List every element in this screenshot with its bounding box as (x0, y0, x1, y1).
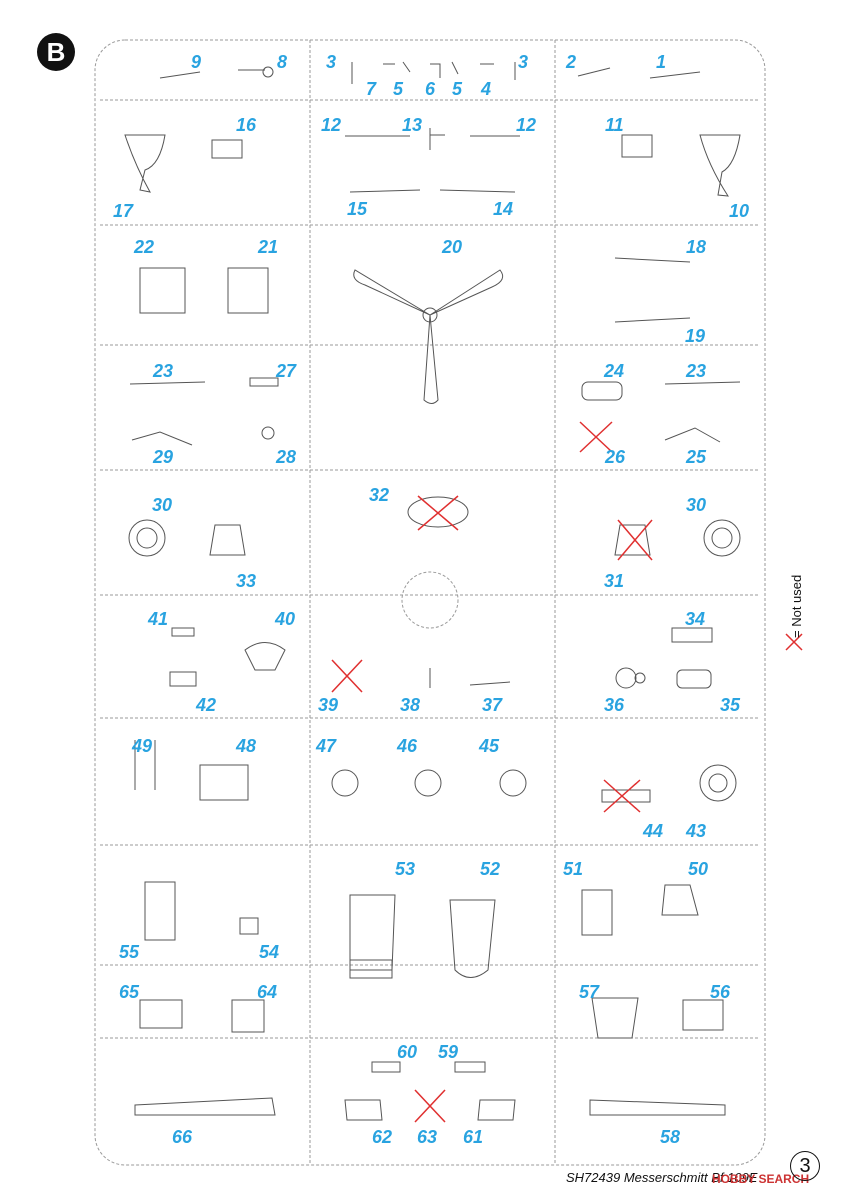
part-number-34: 34 (685, 609, 706, 629)
part-number-63-not-used: 63 (417, 1127, 438, 1147)
part-number-32-not-used: 32 (369, 485, 390, 505)
sprue-label-badge: B (37, 33, 75, 71)
part-number-33: 33 (236, 571, 257, 591)
part-number-44-not-used: 44 (643, 821, 664, 841)
part-number-45: 45 (479, 736, 500, 756)
not-used-legend (785, 633, 803, 651)
part-number-46: 46 (397, 736, 418, 756)
part-number-13: 13 (402, 115, 423, 135)
part-number-19: 19 (685, 326, 706, 346)
part-number-35: 35 (720, 695, 741, 715)
part-number-43: 43 (686, 821, 707, 841)
part-number-2: 2 (566, 52, 577, 72)
part-number-50: 50 (688, 859, 709, 879)
part-number-52: 52 (480, 859, 501, 879)
part-number-62: 62 (372, 1127, 393, 1147)
part-number-25: 25 (686, 447, 707, 467)
part-number-57: 57 (579, 982, 600, 1002)
part-number-27: 27 (276, 361, 297, 381)
part-number-11: 11 (605, 115, 624, 135)
part-number-49: 49 (132, 736, 153, 756)
part-number-3: 3 (326, 52, 337, 72)
part-number-23: 23 (153, 361, 174, 381)
part-number-5: 5 (452, 79, 463, 99)
part-number-22: 22 (134, 237, 155, 257)
part-number-14: 14 (493, 199, 514, 219)
footer-text: SH72439 Messerschmitt Bf 109E (566, 1170, 758, 1185)
part-number-29: 29 (153, 447, 174, 467)
part-number-38: 38 (400, 695, 421, 715)
part-number-36: 36 (604, 695, 625, 715)
part-number-3: 3 (518, 52, 529, 72)
part-number-26-not-used: 26 (605, 447, 626, 467)
part-number-5: 5 (393, 79, 404, 99)
part-number-15: 15 (347, 199, 368, 219)
part-number-31-not-used: 31 (604, 571, 625, 591)
part-number-48: 48 (236, 736, 257, 756)
part-number-12: 12 (516, 115, 537, 135)
part-number-55: 55 (119, 942, 140, 962)
part-number-61: 61 (463, 1127, 484, 1147)
part-number-65: 65 (119, 982, 140, 1002)
part-number-53: 53 (395, 859, 416, 879)
part-number-1: 1 (656, 52, 667, 72)
part-number-39-not-used: 39 (318, 695, 339, 715)
part-number-42: 42 (196, 695, 217, 715)
part-number-21: 21 (258, 237, 279, 257)
part-number-10: 10 (729, 201, 750, 221)
part-number-60: 60 (397, 1042, 418, 1062)
part-number-9: 9 (191, 52, 202, 72)
part-number-8: 8 (277, 52, 288, 72)
part-number-30: 30 (686, 495, 707, 515)
part-number-7: 7 (366, 79, 377, 99)
part-number-51: 51 (563, 859, 584, 879)
page-number: 3 (790, 1151, 820, 1181)
part-number-47: 47 (316, 736, 337, 756)
part-number-54: 54 (259, 942, 280, 962)
part-number-4: 4 (481, 79, 492, 99)
part-number-37: 37 (482, 695, 503, 715)
part-number-18: 18 (686, 237, 707, 257)
part-number-16: 16 (236, 115, 257, 135)
part-number-28: 28 (276, 447, 297, 467)
part-number-17: 17 (113, 201, 134, 221)
not-used-legend-text: = Not used (789, 574, 804, 638)
part-number-20: 20 (442, 237, 463, 257)
part-number-40: 40 (275, 609, 296, 629)
part-number-59: 59 (438, 1042, 459, 1062)
part-number-66: 66 (172, 1127, 193, 1147)
part-number-24: 24 (604, 361, 625, 381)
part-number-58: 58 (660, 1127, 681, 1147)
part-number-6: 6 (425, 79, 436, 99)
part-number-64: 64 (257, 982, 278, 1002)
watermark-text: HOBBY SEARCH (712, 1172, 810, 1186)
part-number-56: 56 (710, 982, 731, 1002)
part-number-12: 12 (321, 115, 342, 135)
part-number-41: 41 (148, 609, 169, 629)
part-number-23: 23 (686, 361, 707, 381)
part-number-30: 30 (152, 495, 173, 515)
